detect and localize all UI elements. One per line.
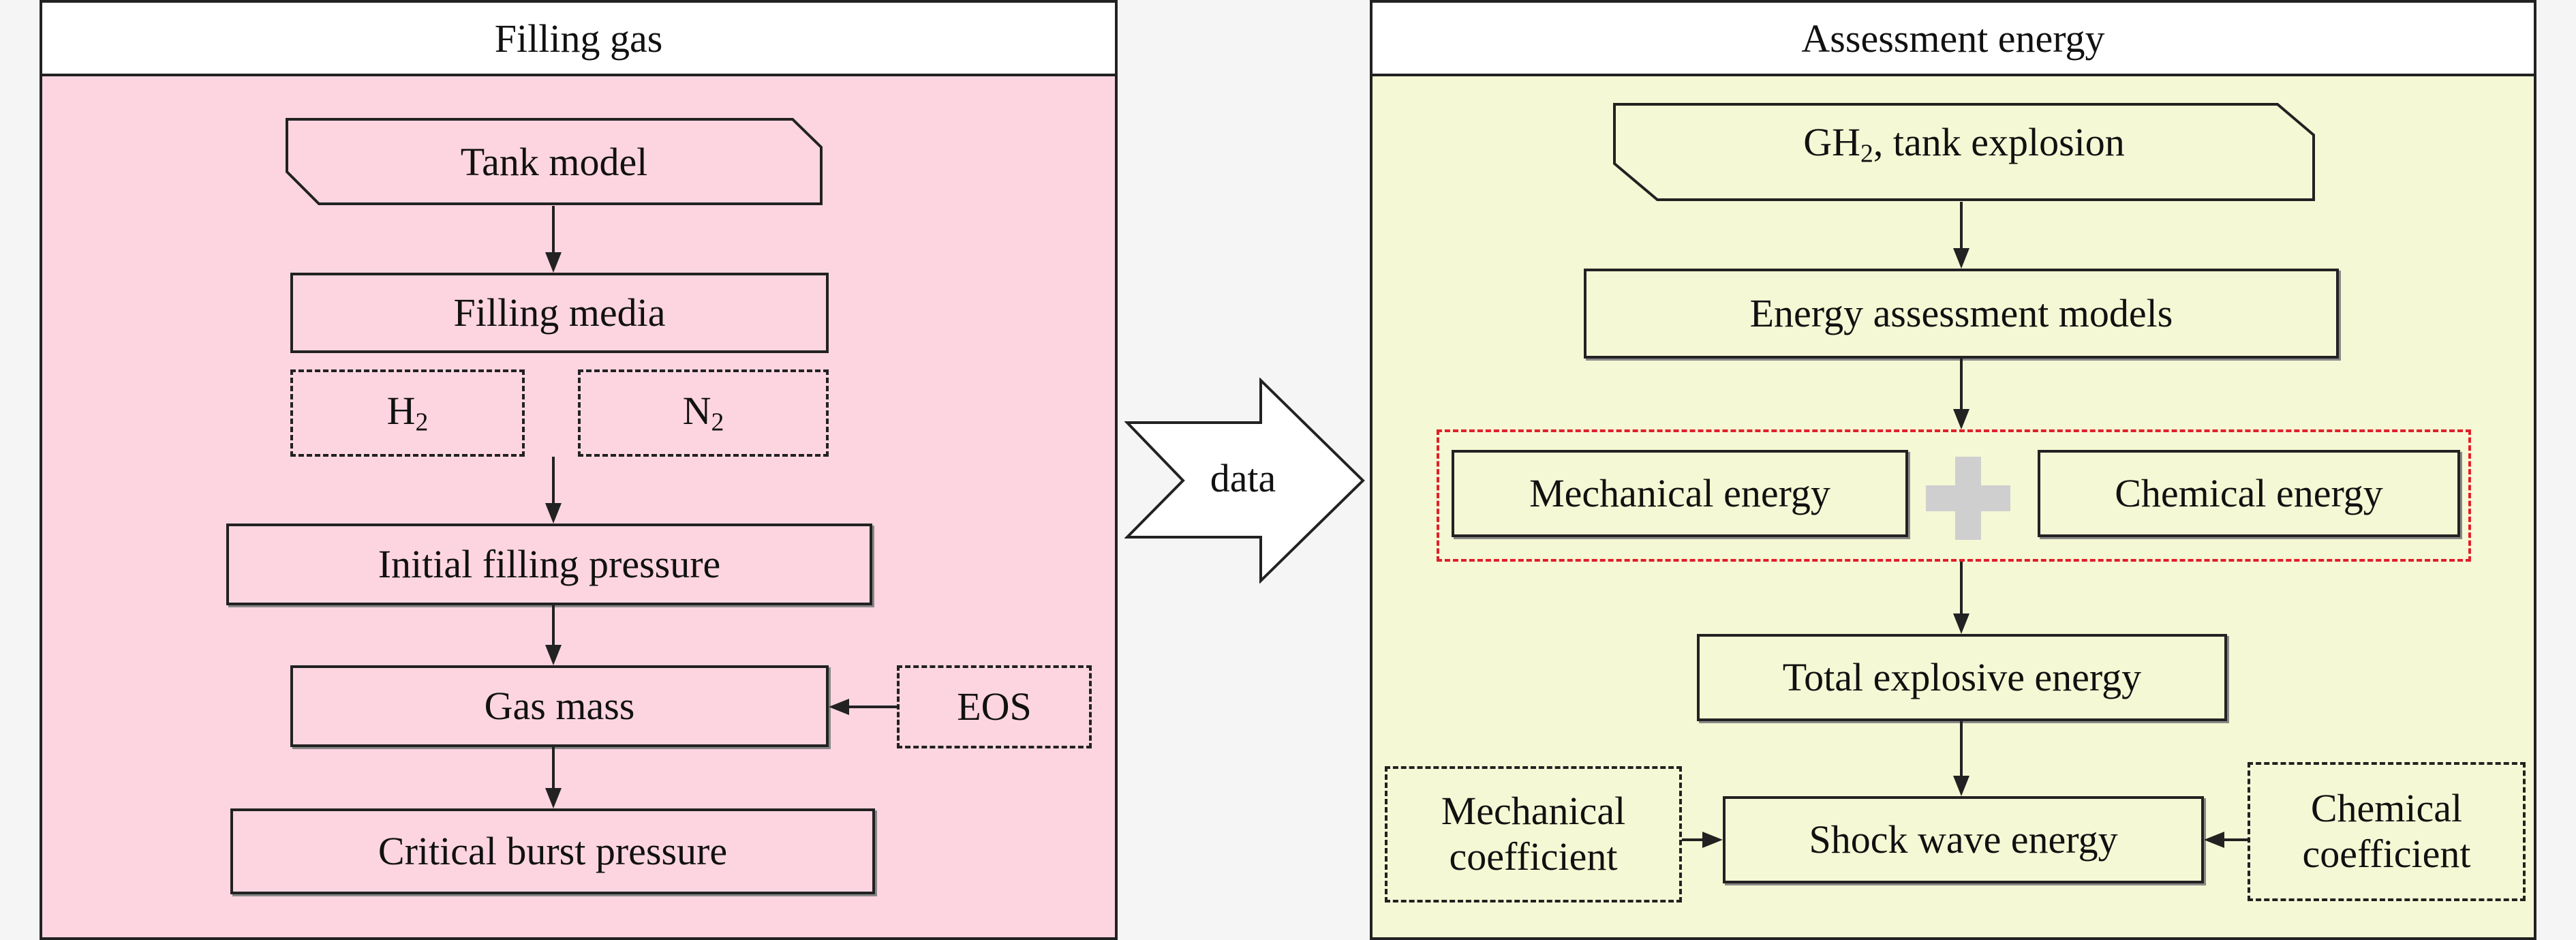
mechanical-coefficient-box: Mechanical coefficient (1385, 766, 1682, 903)
chemical-coefficient-line1: Chemical (2310, 786, 2463, 831)
critical-burst-pressure-box: Critical burst pressure (230, 808, 875, 894)
n2-sub: 2 (711, 408, 724, 437)
total-explosive-energy-box: Total explosive energy (1697, 634, 2227, 721)
h2-sub: 2 (415, 408, 429, 437)
tank-model-tag-shape (286, 118, 823, 205)
n2-label: N2 (683, 389, 724, 438)
mechanical-energy-label: Mechanical energy (1529, 470, 1830, 515)
chemical-coefficient-line2: coefficient (2302, 832, 2471, 876)
filling-media-box: Filling media (290, 273, 829, 353)
data-arrow: data (1124, 378, 1367, 583)
filling-gas-panel: Filling gas (40, 0, 1118, 940)
critical-burst-pressure-label: Critical burst pressure (378, 828, 728, 873)
assessment-energy-header: Assessment energy (1373, 3, 2534, 76)
shock-wave-energy-box: Shock wave energy (1723, 796, 2204, 883)
filling-media-label: Filling media (453, 290, 666, 335)
gh2-post: , tank explosion (1873, 119, 2125, 164)
h2-box: H2 (290, 369, 525, 457)
initial-filling-pressure-box: Initial filling pressure (226, 524, 872, 605)
energy-components-group (1437, 429, 2471, 562)
mechanical-coefficient-line2: coefficient (1449, 834, 1618, 879)
n2-base: N (682, 389, 711, 434)
gh2-sub: 2 (1860, 139, 1873, 168)
eos-box: EOS (897, 665, 1092, 748)
gas-mass-label: Gas mass (484, 683, 635, 728)
shock-wave-energy-label: Shock wave energy (1809, 817, 2118, 862)
energy-assessment-models-box: Energy assessment models (1584, 269, 2339, 359)
initial-filling-pressure-label: Initial filling pressure (378, 541, 721, 586)
h2-label: H2 (387, 389, 429, 438)
gh2-tank-explosion-tag: GH2, tank explosion (1612, 102, 2316, 202)
data-arrow-label: data (1210, 455, 1276, 500)
gas-mass-box: Gas mass (290, 665, 829, 747)
energy-assessment-models-label: Energy assessment models (1749, 290, 2173, 335)
eos-label: EOS (957, 684, 1032, 729)
gh2-tag-shape (1613, 103, 2315, 201)
plus-icon-vertical (1955, 457, 1981, 540)
tank-model-label: Tank model (460, 139, 648, 184)
chemical-coefficient-box: Chemical coefficient (2248, 762, 2526, 901)
data-arrow-shape (1124, 378, 1365, 583)
n2-box: N2 (578, 369, 829, 457)
chemical-energy-label: Chemical energy (2115, 470, 2383, 515)
chemical-energy-box: Chemical energy (2038, 450, 2460, 537)
mechanical-energy-box: Mechanical energy (1452, 450, 1908, 537)
assessment-energy-title: Assessment energy (1801, 16, 2105, 61)
filling-gas-body (42, 76, 1115, 937)
filling-gas-header: Filling gas (42, 3, 1115, 76)
total-explosive-energy-label: Total explosive energy (1782, 654, 2142, 699)
gh2-tag-label: GH2, tank explosion (1803, 119, 2125, 168)
h2-base: H (386, 389, 416, 434)
filling-gas-title: Filling gas (494, 16, 663, 61)
gh2-pre: GH (1803, 119, 1861, 164)
mechanical-coefficient-line1: Mechanical (1441, 789, 1626, 834)
tank-model-tag: Tank model (285, 117, 823, 206)
